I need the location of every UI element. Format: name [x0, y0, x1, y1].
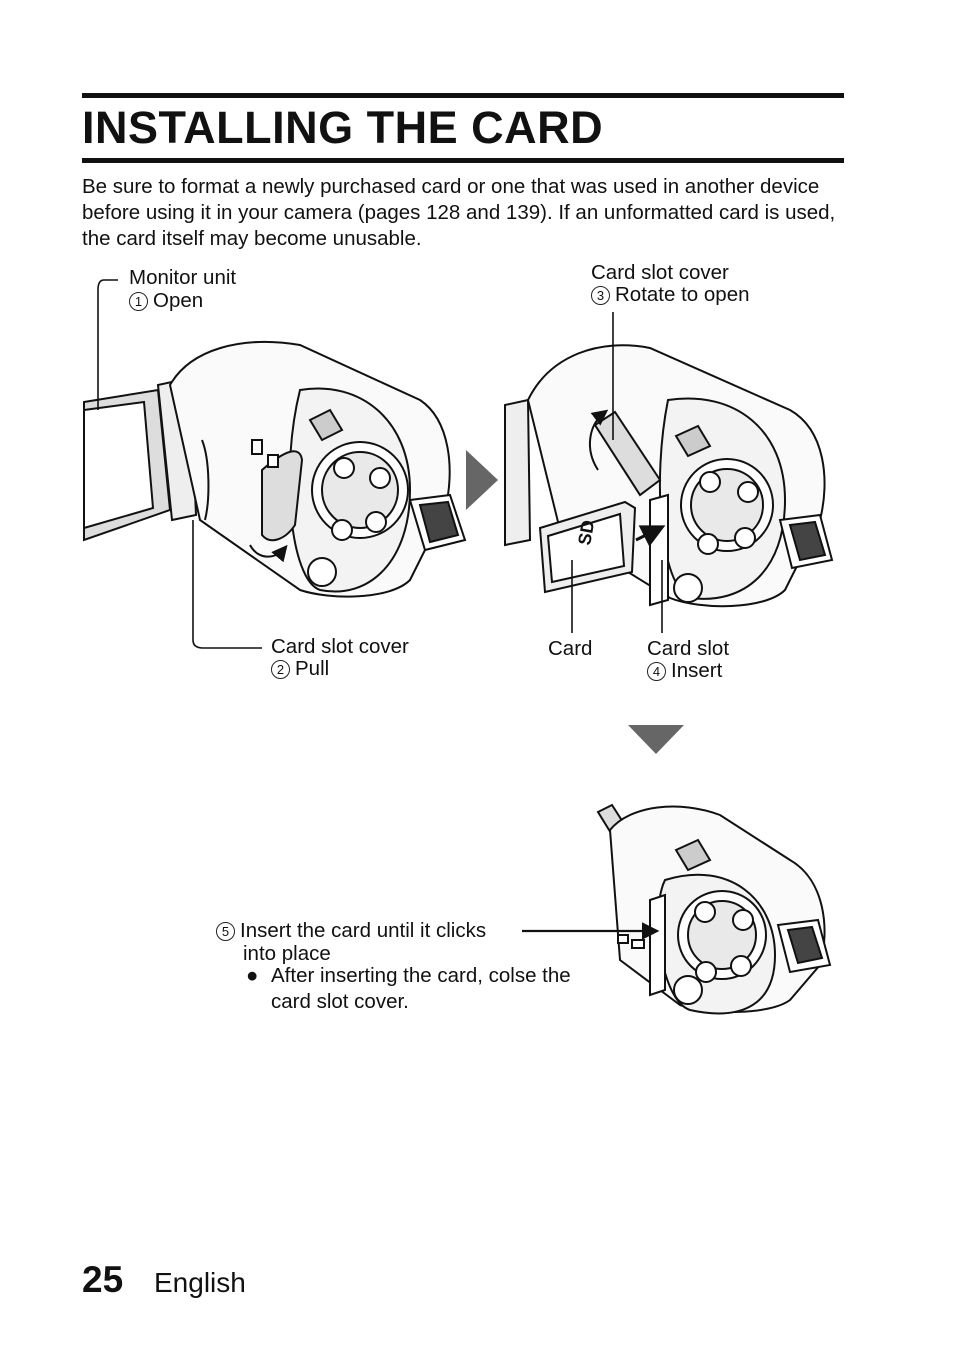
step2-text: Pull — [295, 657, 330, 680]
label-card-slot: Card slot — [647, 638, 729, 660]
step3-text: Rotate to open — [615, 283, 750, 306]
label-card-slot-cover-rotate: Card slot cover — [591, 262, 729, 284]
sd-logo: SD — [574, 519, 598, 547]
label-monitor-unit: Monitor unit — [129, 267, 236, 289]
camera-illustration-step1 — [83, 341, 467, 598]
page-language: English — [154, 1267, 246, 1298]
step-number-5: 5 — [216, 922, 235, 941]
label-card-slot-cover-pull: Card slot cover — [271, 636, 409, 658]
bullet-text: After inserting the card, colse the card… — [271, 964, 571, 1013]
label-step5-continued: into place — [243, 942, 331, 965]
step-number-3: 3 — [591, 286, 610, 305]
next-step-arrow-down — [628, 725, 684, 754]
bullet-marker: ● — [246, 964, 259, 987]
step1-text: Open — [153, 289, 204, 312]
label-step3: 3 Rotate to open — [591, 284, 750, 306]
page-title: INSTALLING THE CARD — [82, 102, 604, 153]
label-step5: 5 Insert the card until it clicks — [216, 920, 486, 942]
step-number-4: 4 — [647, 662, 666, 681]
title-bottom-rule — [82, 158, 844, 163]
label-card-slot-text: Card slot — [647, 637, 730, 660]
label-step2: 2 Pull — [271, 658, 329, 680]
step-number-1: 1 — [129, 292, 148, 311]
label-card: Card — [548, 637, 593, 660]
title-top-rule — [82, 93, 844, 98]
camera-illustration-step5 — [596, 803, 832, 1015]
label-monitor-unit-text: Monitor unit — [129, 266, 237, 289]
intro-paragraph: Be sure to format a newly purchased card… — [82, 175, 836, 250]
step5-line1: Insert the card until it clicks — [240, 919, 487, 942]
label-step1: 1 Open — [129, 290, 203, 312]
step4-text: Insert — [671, 659, 723, 682]
camera-illustration-step3-4 — [504, 344, 834, 608]
label-step4: 4 Insert — [647, 660, 722, 682]
step-number-2: 2 — [271, 660, 290, 679]
label-card-slot-cover-2-text: Card slot cover — [591, 261, 729, 284]
page-number: 25 — [82, 1259, 124, 1300]
label-card-slot-cover-1-text: Card slot cover — [271, 635, 409, 658]
next-step-arrow — [466, 450, 498, 510]
